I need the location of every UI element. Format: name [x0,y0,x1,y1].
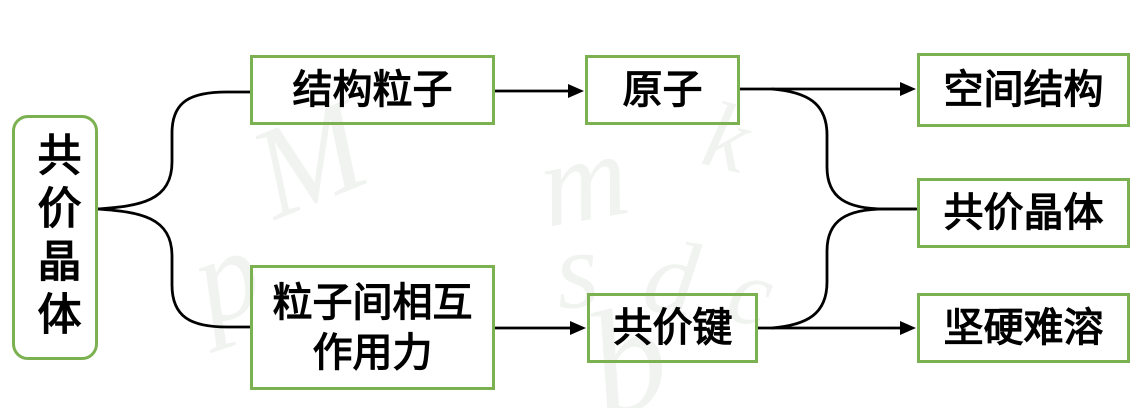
arrowhead-covalent-bond [570,321,586,335]
node-covalent-crystal-root-label: 共价晶体 [30,131,80,344]
node-atom-label: 原子 [622,68,703,112]
node-structural-particles: 结构粒子 [250,55,495,125]
arrowhead-atom [568,84,584,98]
node-hard-insoluble-label: 坚硬难溶 [943,306,1104,350]
node-interparticle-force-label-line1: 粒子间相互 [272,280,473,325]
node-structural-particles-label: 结构粒子 [292,68,453,112]
node-atom: 原子 [585,55,740,125]
node-covalent-crystal-result-label: 共价晶体 [943,191,1104,235]
node-covalent-crystal-result: 共价晶体 [917,178,1130,248]
node-interparticle-force-label-line2: 作用力 [312,330,433,375]
arrowhead-hard-insoluble [900,321,916,335]
node-hard-insoluble: 坚硬难溶 [917,293,1130,363]
node-interparticle-force: 粒子间相互 作用力 [250,265,495,390]
connector-covalent-bond-to-covalent-crystal [770,207,918,330]
connector-root-to-interparticle-force [96,207,252,329]
node-spatial-structure: 空间结构 [917,53,1130,127]
node-covalent-bond: 共价键 [587,293,758,363]
node-spatial-structure-label: 空间结构 [943,68,1104,112]
node-covalent-bond-label: 共价键 [612,306,733,350]
connector-atom-to-covalent-crystal [770,87,918,211]
node-covalent-crystal-root: 共价晶体 [12,115,98,360]
connector-root-to-structural-particles [96,90,252,211]
arrowhead-spatial-structure [900,82,916,96]
